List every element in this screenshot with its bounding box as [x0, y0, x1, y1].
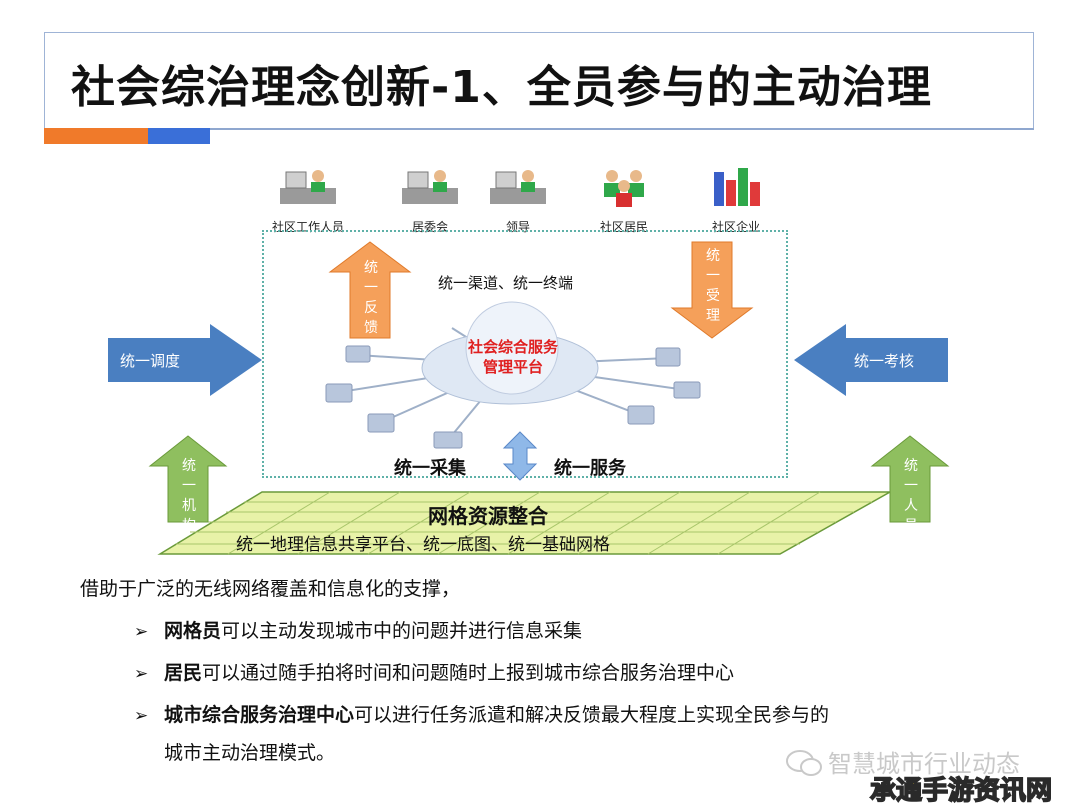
- grid-platform: [157, 491, 893, 555]
- platform-boundary: [262, 230, 788, 478]
- bullet-text: 可以通过随手拍将时间和问题随时上报到城市综合服务治理中心: [202, 662, 735, 684]
- bullet-arrow-icon: ➢: [134, 622, 149, 642]
- bullet-bold: 城市综合服务治理中心: [164, 704, 355, 726]
- center-platform-line1: 社会综合服务: [467, 338, 558, 356]
- city-buildings-icon: [714, 168, 760, 206]
- diagram-graphics: [108, 241, 950, 555]
- bullet-text: 可以主动发现城市中的问题并进行信息采集: [221, 620, 583, 642]
- bullet-continuation: 城市主动治理模式。: [164, 742, 336, 764]
- grid-title: 网格资源整合: [428, 504, 548, 528]
- bullet-bold: 居民: [164, 662, 203, 684]
- staff-arrow: [870, 435, 950, 523]
- accept-label: 统一受理: [706, 248, 720, 324]
- center-platform-line2: 管理平台: [482, 358, 543, 376]
- assess-arrow: [794, 324, 948, 396]
- dispatch-label: 统一调度: [120, 352, 181, 370]
- globe: [465, 301, 559, 395]
- computer-node-icon: [325, 345, 701, 449]
- office-worker-icon: [402, 170, 458, 204]
- grid-lines: [176, 491, 872, 555]
- org-arrow: [148, 435, 228, 523]
- bullet-arrow-icon: ➢: [134, 706, 149, 726]
- collect-label: 统一采集: [394, 458, 466, 479]
- assess-label: 统一考核: [854, 352, 915, 370]
- collect-service-arrow: [502, 431, 538, 481]
- page-title: 社会综治理念创新-1、全员参与的主动治理: [71, 62, 932, 113]
- service-label: 统一服务: [554, 458, 626, 479]
- governance-diagram: 社区工作人员 居委会 领导 社区居民: [0, 160, 1080, 560]
- watermark-text: 智慧城市行业动态: [828, 750, 1020, 778]
- bullet-bold: 网格员: [164, 620, 222, 642]
- dispatch-arrow: [108, 324, 262, 396]
- title-underline: [210, 128, 1034, 130]
- title-frame: 社会综治理念创新-1、全员参与的主动治理: [44, 32, 1034, 128]
- people-group-icon: [604, 170, 644, 207]
- bullet-arrow-icon: ➢: [134, 664, 149, 684]
- wechat-icon: [786, 750, 822, 776]
- intro-text: 借助于广泛的无线网络覆盖和信息化的支撑，: [80, 578, 461, 600]
- title-accent-blue: [148, 128, 210, 144]
- bullet-text: 可以进行任务派遣和解决反馈最大程度上实现全民参与的: [354, 704, 830, 726]
- bullet-item: ➢ 网格员可以主动发现城市中的问题并进行信息采集: [134, 616, 582, 643]
- feedback-label: 统一反馈: [364, 260, 378, 336]
- feedback-arrow: [328, 241, 412, 339]
- org-label: 统一机构: [182, 458, 196, 534]
- title-accent-orange: [44, 128, 148, 144]
- office-worker-icon: [490, 170, 546, 204]
- bullet-item: ➢ 城市综合服务治理中心可以进行任务派遣和解决反馈最大程度上实现全民参与的: [134, 700, 829, 727]
- office-worker-icon: [280, 170, 336, 204]
- footer-brand-mark: 承通手游资讯网: [869, 775, 1053, 807]
- accept-arrow: [670, 241, 754, 339]
- channel-text: 统一渠道、统一终端: [438, 274, 574, 292]
- grid-subtitle: 统一地理信息共享平台、统一底图、统一基础网格: [236, 535, 610, 555]
- staff-label: 统一人员: [904, 458, 918, 534]
- bullet-item: ➢ 居民可以通过随手拍将时间和问题随时上报到城市综合服务治理中心: [134, 658, 734, 685]
